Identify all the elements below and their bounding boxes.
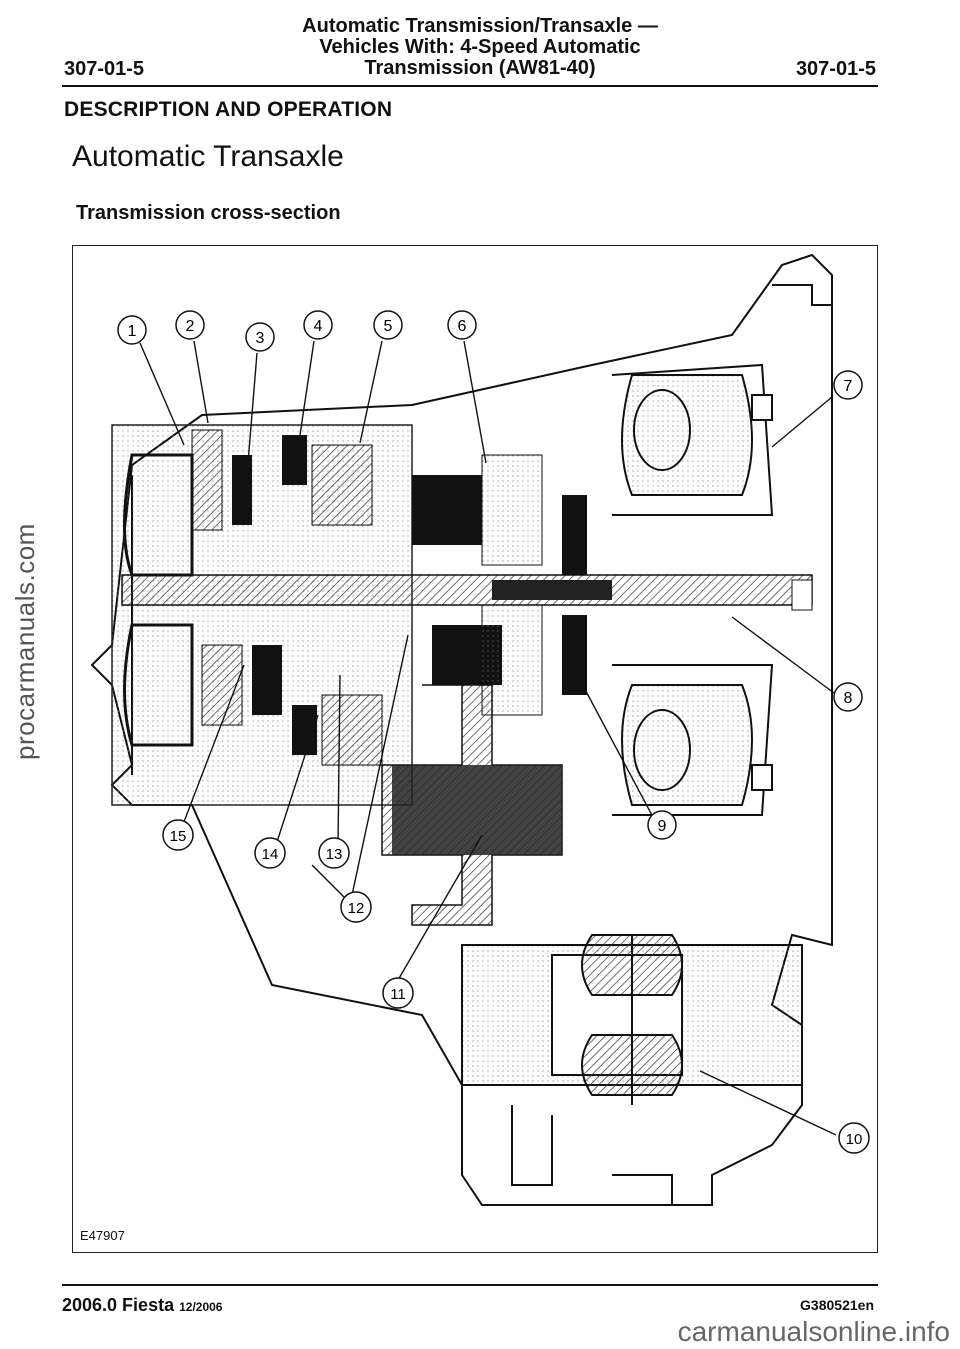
callout-14: 14: [254, 837, 286, 869]
callout-10: 10: [838, 1122, 870, 1154]
callout-1: 1: [117, 315, 147, 345]
callout-3: 3: [245, 322, 275, 352]
svg-text:2: 2: [186, 318, 195, 335]
torque-converter: [611, 363, 774, 816]
callout-13: 13: [318, 837, 350, 869]
svg-text:1: 1: [128, 323, 137, 340]
page-code-right: 307-01-5: [795, 58, 876, 80]
header-title-line2: Vehicles With: 4-Speed Automatic: [319, 36, 641, 58]
footer-model-name: 2006.0 Fiesta: [62, 1295, 175, 1315]
callout-11: 11: [382, 977, 414, 1009]
figure-subtitle: Transmission cross-section: [76, 202, 341, 224]
svg-text:10: 10: [846, 1131, 863, 1148]
svg-text:11: 11: [390, 986, 406, 1003]
callout-7: 7: [833, 370, 863, 400]
header-rule: [62, 85, 878, 87]
callout-15: 15: [162, 819, 194, 851]
leader-lines: [139, 340, 837, 1136]
svg-text:4: 4: [314, 318, 323, 335]
svg-text:15: 15: [170, 828, 187, 845]
svg-text:5: 5: [384, 318, 393, 335]
main-shaft: [121, 574, 813, 611]
footer-rule: [62, 1284, 878, 1286]
svg-text:3: 3: [256, 330, 265, 347]
page-code-left: 307-01-5: [64, 58, 145, 80]
header-title-line1: Automatic Transmission/Transaxle —: [302, 15, 658, 37]
svg-text:9: 9: [658, 818, 667, 835]
svg-text:12: 12: [348, 900, 365, 917]
footer-date: 12/2006: [179, 1300, 223, 1314]
svg-text:8: 8: [844, 690, 853, 707]
callout-4: 4: [303, 310, 333, 340]
counter-gear: [381, 684, 563, 926]
svg-text:14: 14: [262, 846, 279, 863]
callout-2: 2: [175, 310, 205, 340]
callout-5: 5: [373, 310, 403, 340]
figure-code: E47907: [80, 1228, 125, 1243]
svg-text:13: 13: [326, 846, 343, 863]
footer-model: 2006.0 Fiesta 12/2006: [62, 1295, 222, 1316]
callout-8: 8: [833, 682, 863, 712]
svg-text:7: 7: [844, 378, 853, 395]
transmission-cross-section-drawing: 1 2 3 4 5 6 7 8: [90, 253, 870, 1206]
page-title: Automatic Transaxle: [72, 140, 344, 173]
watermark-side: procarmanuals.com: [10, 523, 40, 760]
callout-12: 12: [340, 891, 372, 923]
footer-doc-id: G380521en: [800, 1297, 874, 1313]
header-title-line3: Transmission (AW81-40): [364, 57, 596, 79]
section-heading: DESCRIPTION AND OPERATION: [64, 98, 393, 121]
callout-6: 6: [447, 310, 477, 340]
svg-text:6: 6: [458, 318, 467, 335]
differential: [461, 934, 803, 1205]
callout-9: 9: [647, 810, 677, 840]
clutch-packs: [111, 424, 413, 806]
watermark-bottom: carmanualsonline.info: [677, 1316, 950, 1347]
callouts: 1 2 3 4 5 6 7 8: [117, 310, 870, 1154]
figure-frame: [72, 245, 878, 1253]
planetary-gearset: [412, 454, 587, 716]
